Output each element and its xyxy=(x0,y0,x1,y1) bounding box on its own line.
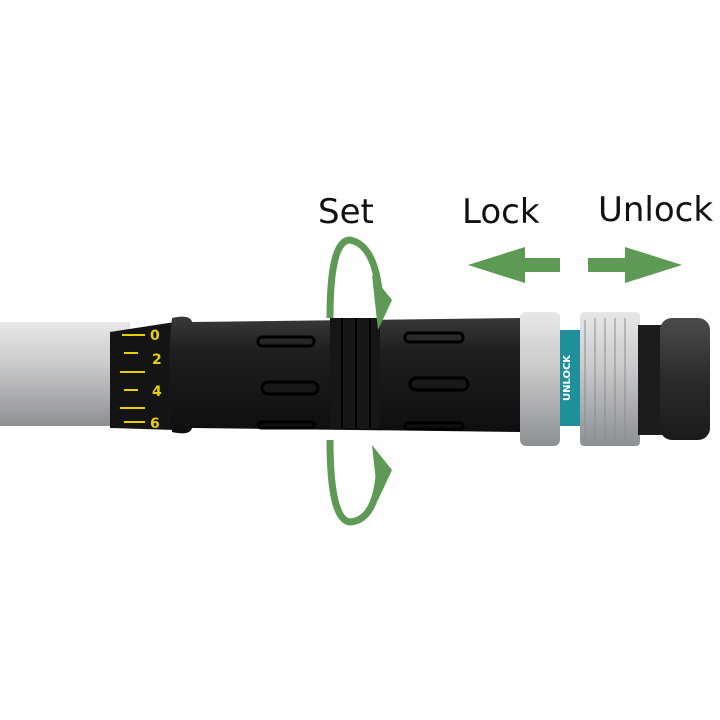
svg-text:UNLOCK: UNLOCK xyxy=(562,354,573,401)
lock-arrow-icon xyxy=(468,247,560,283)
svg-text:2: 2 xyxy=(152,352,162,368)
lock-label: Lock xyxy=(462,192,540,232)
unlock-arrow-icon xyxy=(588,247,682,283)
scale-ring: 0 2 4 6 xyxy=(110,322,175,432)
set-label: Set xyxy=(318,192,374,232)
wrench-shaft xyxy=(0,322,130,426)
end-cap xyxy=(638,318,710,440)
lock-collar: UNLOCK xyxy=(520,312,640,446)
svg-text:6: 6 xyxy=(150,416,160,432)
grip-handle xyxy=(169,316,520,434)
set-rotation-arrow-icon xyxy=(326,236,384,526)
scale-number: 0 xyxy=(150,328,160,344)
unlock-label: Unlock xyxy=(598,190,714,230)
svg-text:4: 4 xyxy=(152,384,162,400)
